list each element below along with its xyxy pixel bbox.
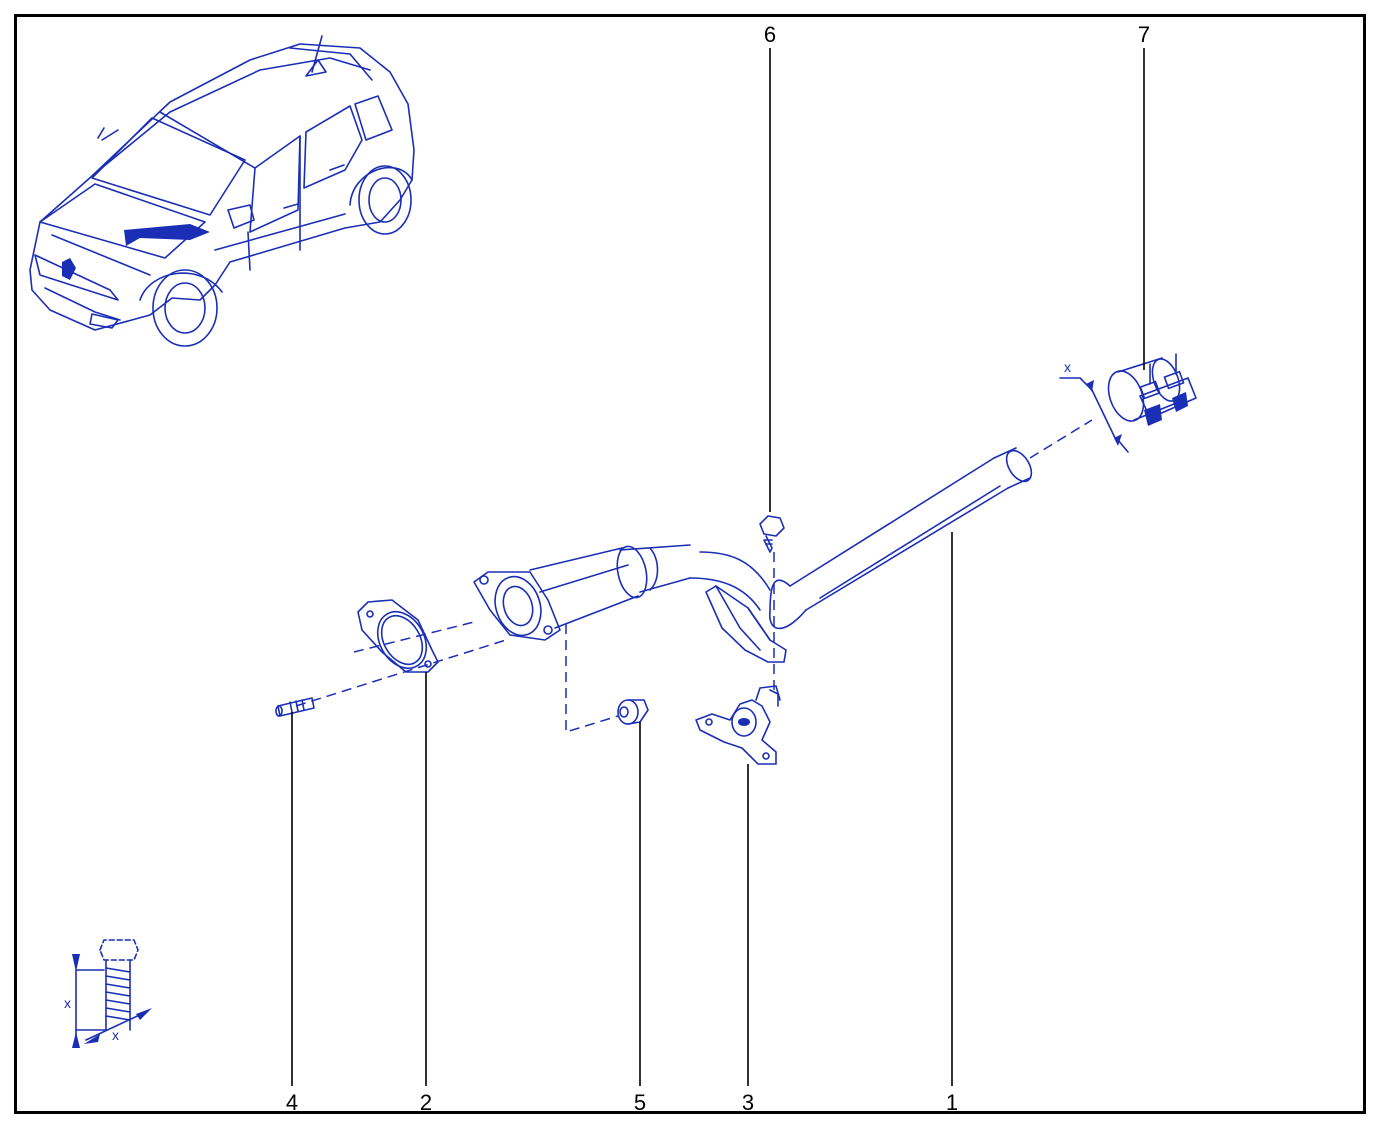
- bolt-dimension-icon: [72, 939, 152, 1048]
- part-6-bolt: [759, 515, 785, 553]
- bolt-dimension-label-horizontal: x: [112, 1027, 119, 1043]
- callout-4: 4: [286, 1090, 298, 1115]
- part-1-exhaust-pipe: [473, 447, 1033, 663]
- callout-5: 5: [634, 1090, 646, 1115]
- callout-2: 2: [420, 1090, 432, 1115]
- clamp-dimension-label: x: [1064, 359, 1071, 375]
- callout-6: 6: [764, 22, 776, 47]
- diagram-frame: [14, 14, 1366, 1114]
- leader-lines: [291, 48, 1145, 1086]
- part-5-nut: [617, 699, 649, 725]
- assembly-dashed-lines: [295, 419, 1093, 734]
- car-icon: [29, 35, 415, 347]
- callout-7: 7: [1138, 22, 1150, 47]
- part-7-clamp: [1059, 353, 1197, 453]
- bolt-dimension-label-vertical: x: [64, 995, 71, 1011]
- part-4-stud: [275, 697, 315, 717]
- callout-1: 1: [946, 1090, 958, 1115]
- callout-3: 3: [742, 1090, 754, 1115]
- part-3-hanger: [695, 685, 781, 765]
